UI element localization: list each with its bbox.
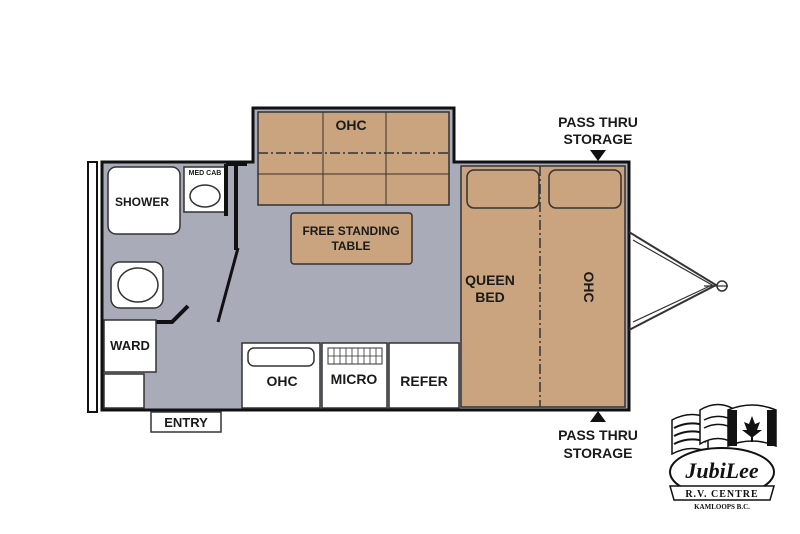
bath-door (216, 247, 240, 323)
refer-label: REFER (400, 373, 447, 389)
table-label-1: FREE STANDING (302, 224, 399, 238)
shower (107, 166, 181, 235)
queen-label-1: QUEEN (465, 272, 515, 288)
ward-label: WARD (110, 338, 150, 353)
med-cab-label: MED CAB (189, 170, 222, 177)
pillow-left (466, 169, 540, 209)
logo-banner (669, 485, 775, 501)
wardrobe (103, 319, 157, 373)
shower-label: SHOWER (115, 195, 169, 209)
outer-walls (100, 106, 631, 412)
hitch (628, 231, 719, 331)
exterior-wall (87, 161, 98, 413)
storage-bottom-arrow (590, 411, 606, 422)
refrigerator (388, 342, 460, 409)
storage-bottom-label-1: PASS THRU (558, 427, 638, 443)
queen-label-2: BED (475, 289, 505, 305)
lower-cabinet (103, 373, 145, 409)
storage-top-label-1: PASS THRU (558, 114, 638, 130)
logo-name: JubiLee (684, 458, 759, 483)
free-standing-table (290, 212, 413, 265)
storage-top-label-2: STORAGE (564, 131, 633, 147)
galley-ohc-label: OHC (266, 373, 297, 389)
sink (189, 184, 221, 208)
storage-top-arrow (590, 150, 606, 161)
table-label-2: TABLE (331, 239, 370, 253)
jubilee-logo: JubiLee R.V. CENTRE KAMLOOPS B.C. (669, 403, 777, 511)
bath-wall-angle (152, 304, 190, 324)
micro-label: MICRO (331, 371, 378, 387)
slide-ohc-cabinet (257, 111, 450, 206)
slide-ohc-label: OHC (335, 117, 366, 133)
pillow-right (548, 169, 622, 209)
entry-step (150, 411, 222, 433)
logo-location: KAMLOOPS B.C. (694, 503, 750, 511)
entry-label: ENTRY (164, 415, 208, 430)
bed-ohc-label: OHC (581, 271, 597, 302)
storage-bottom-label-2: STORAGE (564, 445, 633, 461)
logo-sub: R.V. CENTRE (685, 489, 758, 500)
maple-leaf-icon (742, 416, 762, 442)
